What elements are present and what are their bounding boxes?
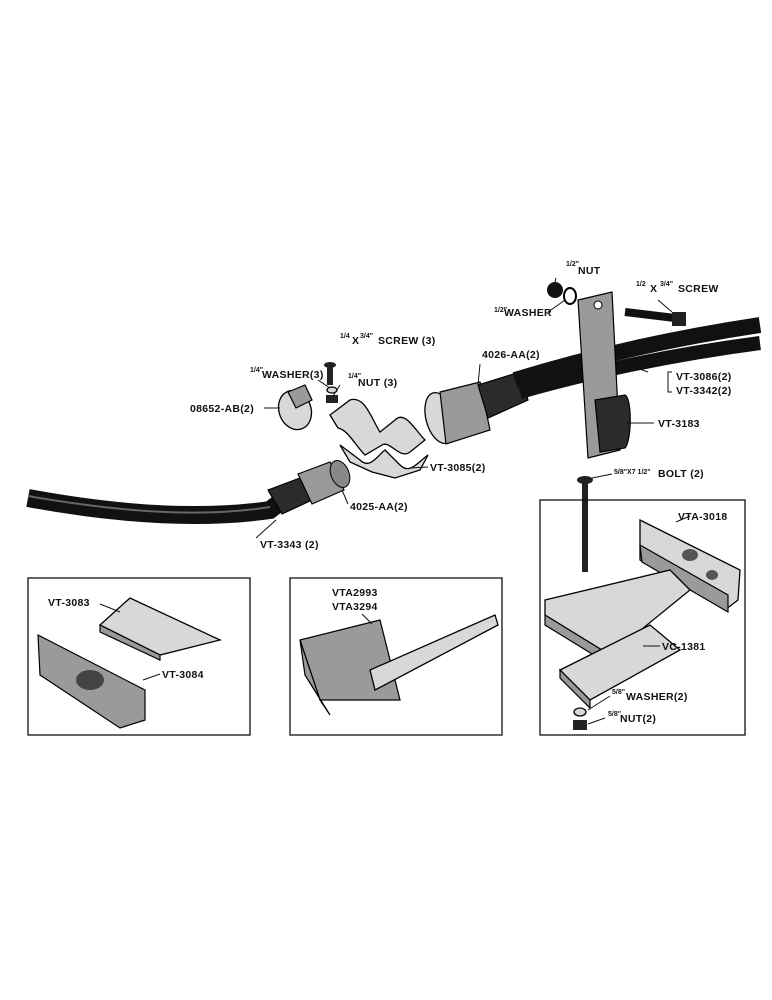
box2-label-b: VTA3294 bbox=[332, 601, 378, 613]
nut-58-label: NUT(2) bbox=[620, 713, 656, 725]
bracket-vt3084 bbox=[37, 633, 146, 729]
plug-label: 08652-AB(2) bbox=[190, 403, 254, 415]
nut-58-frac: 5/8" bbox=[608, 711, 621, 718]
bolt-frac: 5/8"X7 1/2" bbox=[614, 469, 651, 476]
screw-quarter-frac1: 1/4 bbox=[340, 333, 350, 340]
nut-quarter-frac: 1/4" bbox=[348, 373, 361, 380]
washer-half-label: WASHER bbox=[504, 307, 552, 319]
hose-right bbox=[512, 317, 762, 399]
screw-half-word: SCREW bbox=[678, 283, 719, 295]
hose-left-label: VT-3343 (2) bbox=[260, 539, 319, 551]
quarter-fasteners bbox=[324, 362, 338, 403]
washer-half-frac: 1/2" bbox=[494, 307, 507, 314]
screw-half-x: X bbox=[650, 283, 657, 295]
coupling-female-label: 4026-AA(2) bbox=[482, 349, 540, 361]
plate-vc bbox=[544, 569, 691, 710]
screw-quarter-x: X bbox=[352, 335, 359, 347]
box1-label-a: VT-3083 bbox=[48, 597, 90, 609]
plate-vc-label: VC-1381 bbox=[662, 641, 706, 653]
nut-half-label: NUT bbox=[578, 265, 601, 277]
box-left-frame bbox=[27, 577, 251, 736]
58-fasteners bbox=[573, 707, 587, 730]
coupling-female bbox=[424, 371, 529, 445]
box2-label-a: VTA2993 bbox=[332, 587, 378, 599]
bolt-label: BOLT (2) bbox=[658, 468, 704, 480]
bracket-vta2993 bbox=[299, 614, 499, 716]
box-right-frame bbox=[539, 499, 746, 736]
bracket-arm bbox=[577, 291, 631, 459]
bracket-arm-label: VT-3183 bbox=[658, 418, 700, 430]
base-vta bbox=[639, 518, 741, 614]
nut-half-frac: 1/2" bbox=[566, 261, 579, 268]
coupling-male bbox=[267, 460, 351, 515]
wedge-vt3083 bbox=[98, 597, 222, 661]
plug bbox=[277, 384, 313, 431]
hose-left bbox=[26, 489, 291, 525]
box-center-frame bbox=[289, 577, 503, 736]
hose-right-label-a: VT-3086(2) bbox=[676, 371, 732, 383]
base-vta-label: VTA-3018 bbox=[678, 511, 727, 523]
screw-quarter-frac2: 3/4" bbox=[360, 333, 373, 340]
screw-quarter-word: SCREW (3) bbox=[378, 335, 436, 347]
clamp-label: VT-3085(2) bbox=[430, 462, 486, 474]
long-bolt bbox=[577, 476, 593, 572]
screw-half-frac1: 1/2 bbox=[636, 281, 646, 288]
coupling-male-label: 4025-AA(2) bbox=[350, 501, 408, 513]
washer-quarter-frac: 1/4" bbox=[250, 367, 263, 374]
washer-58-frac: 5/8" bbox=[612, 689, 625, 696]
nut-quarter-label: NUT (3) bbox=[358, 377, 397, 389]
half-fasteners bbox=[547, 282, 686, 326]
hose-right-label-b: VT-3342(2) bbox=[676, 385, 732, 397]
washer-58-label: WASHER(2) bbox=[626, 691, 688, 703]
washer-quarter-label: WASHER(3) bbox=[262, 369, 324, 381]
clamp bbox=[329, 398, 429, 479]
screw-half-frac2: 3/4" bbox=[660, 281, 673, 288]
box1-label-b: VT-3084 bbox=[162, 669, 204, 681]
